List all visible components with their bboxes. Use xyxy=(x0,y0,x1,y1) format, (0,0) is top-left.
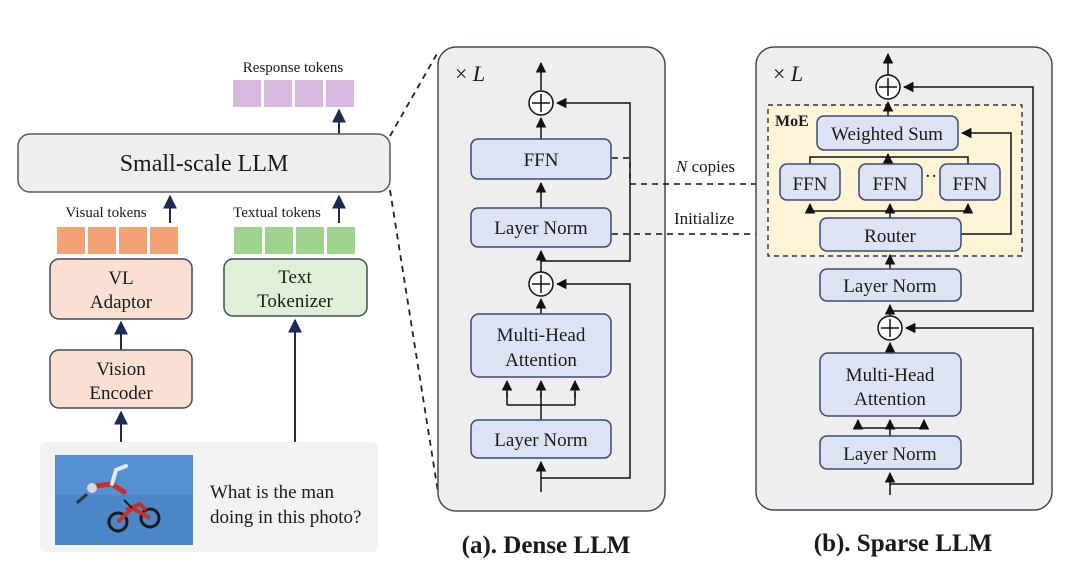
copies-label: N copies xyxy=(675,157,735,176)
dense-ffn-box xyxy=(470,138,612,180)
response-tokens xyxy=(233,80,354,107)
visual-token xyxy=(88,227,116,254)
left-pipeline: Response tokens Small-scale LLM Visual t… xyxy=(17,51,439,552)
zoom-line-bottom xyxy=(389,189,439,493)
weighted-sum-label: Weighted Sum xyxy=(831,124,943,145)
sparse-caption: (b). Sparse LLM xyxy=(814,530,992,557)
initialize-label: Initialize xyxy=(674,209,734,228)
vl-adaptor-box xyxy=(49,258,193,320)
dense-layernorm-bottom-box xyxy=(470,419,612,459)
small-scale-llm-label: Small-scale LLM xyxy=(120,151,289,177)
expert-dots: ·· xyxy=(925,166,938,187)
dense-layernorm-bottom-label: Layer Norm xyxy=(494,430,588,451)
visual-tokens xyxy=(57,227,178,254)
expert-ffn-1 xyxy=(779,163,841,201)
visual-token xyxy=(119,227,147,254)
text-tokenizer-box xyxy=(223,258,368,317)
visual-tokens-label: Visual tokens xyxy=(65,205,146,221)
small-scale-llm-box xyxy=(17,133,391,193)
weighted-sum-box xyxy=(816,115,959,151)
router-box xyxy=(819,217,962,252)
visual-token xyxy=(57,227,85,254)
sparse-mha-label-line1: Multi-Head xyxy=(846,365,935,386)
response-token xyxy=(233,80,261,107)
textual-token xyxy=(296,227,324,254)
dense-layernorm-top-label: Layer Norm xyxy=(494,218,588,239)
dense-mha-box xyxy=(470,313,612,378)
router-weights-path xyxy=(960,127,1012,235)
response-token xyxy=(295,80,323,107)
vl-adaptor-label-line1: VL xyxy=(108,268,133,289)
dense-caption: (a). Dense LLM xyxy=(462,532,631,559)
sparse-residual-bottom xyxy=(890,322,1034,485)
vision-encoder-box xyxy=(49,349,193,409)
sparse-llm-panel: × L MoE Weighted Sum FFN FFN ·· FFN Rou xyxy=(755,46,1053,557)
text-tokenizer-label-line1: Text xyxy=(278,267,312,288)
response-tokens-label: Response tokens xyxy=(243,60,344,76)
response-token xyxy=(326,80,354,107)
sparse-mha-label-line2: Attention xyxy=(854,389,926,410)
textual-token xyxy=(234,227,262,254)
dense-to-sparse-links: N copies Initialize xyxy=(612,157,818,240)
textual-token xyxy=(327,227,355,254)
dense-residual-bottom xyxy=(541,278,631,479)
dense-layernorm-top-box xyxy=(470,207,612,248)
sparse-mha-box xyxy=(819,352,962,417)
textual-tokens xyxy=(234,227,355,254)
sparse-layernorm-top-box xyxy=(819,268,962,302)
vl-adaptor-label-line2: Adaptor xyxy=(90,292,153,313)
expert-ffn-3 xyxy=(939,163,1001,201)
router-label: Router xyxy=(864,226,916,247)
expert-ffn-2-label: FFN xyxy=(873,174,908,195)
text-tokenizer-label-line2: Tokenizer xyxy=(257,291,333,312)
dense-residual-top xyxy=(541,97,631,262)
dense-mha-label-line1: Multi-Head xyxy=(497,325,586,346)
expert-ffn-2 xyxy=(858,163,923,201)
expert-ffn-1-label: FFN xyxy=(793,174,828,195)
dense-mha-label-line2: Attention xyxy=(505,350,577,371)
textual-token xyxy=(265,227,293,254)
question-line1: What is the man xyxy=(210,482,334,503)
vision-encoder-label-line2: Encoder xyxy=(89,383,153,404)
dense-ffn-label: FFN xyxy=(524,150,559,171)
question-line2: doing in this photo? xyxy=(210,507,361,528)
sparse-residual-top xyxy=(890,81,1034,312)
sparse-layernorm-bottom-label: Layer Norm xyxy=(843,444,937,465)
moe-label: MoE xyxy=(775,113,809,130)
sparse-layernorm-bottom-box xyxy=(819,435,962,470)
textual-tokens-label: Textual tokens xyxy=(233,205,321,221)
visual-token xyxy=(150,227,178,254)
sparse-layernorm-top-label: Layer Norm xyxy=(843,276,937,297)
expert-ffn-3-label: FFN xyxy=(953,174,988,195)
dense-llm-panel: × L FFN Layer Norm Multi-Head Attention … xyxy=(437,46,666,559)
dense-repeat-label: × L xyxy=(455,61,485,86)
zoom-line-top xyxy=(389,51,439,137)
response-token xyxy=(264,80,292,107)
dense-qkv-split xyxy=(506,392,576,420)
vision-encoder-label-line1: Vision xyxy=(96,359,146,380)
motocross-photo xyxy=(55,455,193,545)
sparse-repeat-label: × L xyxy=(773,61,803,86)
